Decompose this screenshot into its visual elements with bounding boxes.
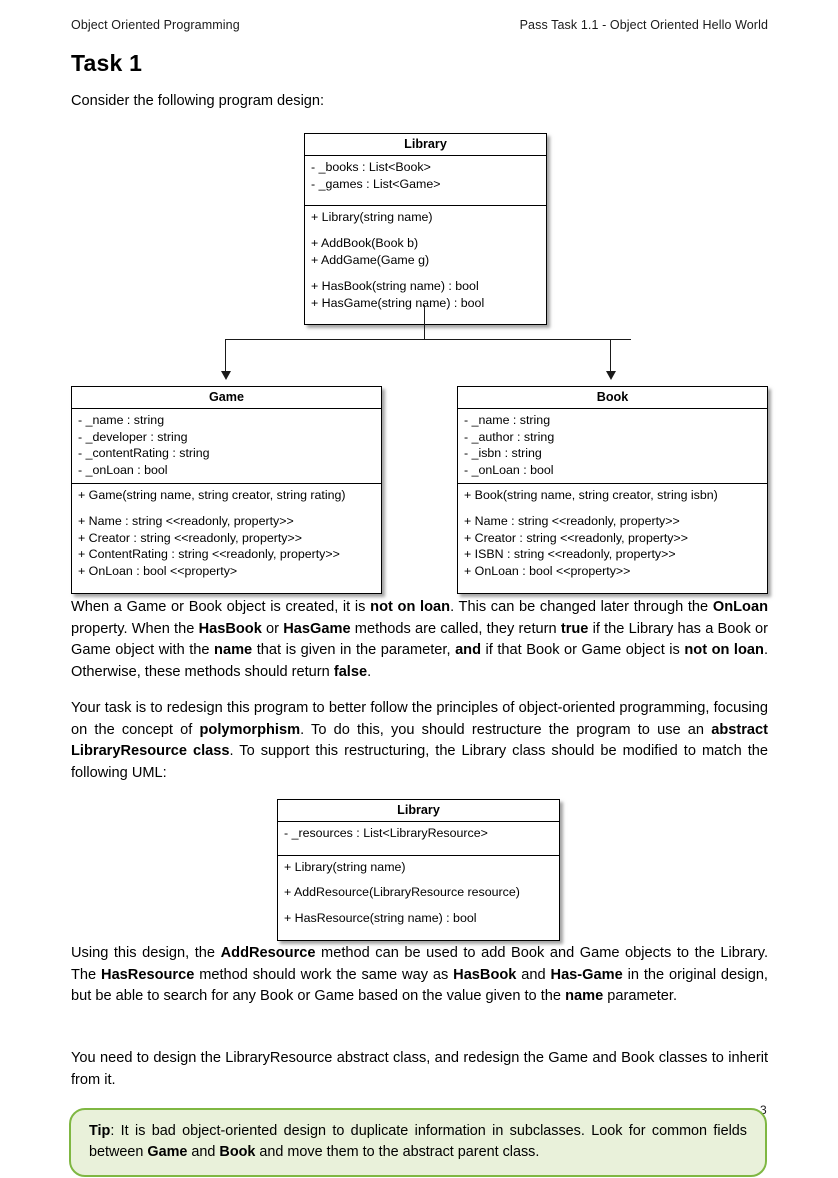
uml-operation: + AddGame(Game g) [311,252,430,267]
uml-operation: + HasBook(string name) : bool [311,278,479,293]
paragraph-3: Using this design, the AddResource metho… [71,945,768,1004]
uml-attribute: - _onLoan : bool [78,463,168,478]
tip-callout: Tip: It is bad object-oriented design to… [69,1108,767,1177]
uml-attribute: - _name : string [78,412,165,427]
spacer [284,875,559,884]
connector-vertical-right [610,339,612,373]
uml-operation: + AddBook(Book b) [311,236,419,251]
uml-operation: + ContentRating : string <<readonly, pro… [78,547,340,562]
connector-vertical-left [225,339,227,373]
connector-horizontal-bar [225,339,631,341]
uml-attribute: - _onLoan : bool [464,463,554,478]
connector-vertical-stem [424,305,426,340]
uml-operations: + Book(string name, string creator, stri… [458,484,767,593]
page-title: Task 1 [71,50,143,76]
uml-attribute: - _author : string [464,429,555,444]
uml-operation: + Creator : string <<readonly, property>… [78,530,302,545]
uml-attributes: - _name : string - _developer : string -… [72,409,381,484]
spacer [78,580,381,589]
uml-operations: + Library(string name) + AddBook(Book b)… [305,206,546,324]
uml-attribute: - _name : string [464,412,551,427]
uml-operation: + Name : string <<readonly, property>> [78,513,294,528]
page-number: 3 [760,1103,767,1117]
uml-attributes: - _resources : List<LibraryResource> [278,822,559,856]
spacer [311,311,546,320]
arrowhead-game [221,371,231,380]
uml-operation: + Name : string <<readonly, property>> [464,513,680,528]
spacer [78,504,381,513]
spacer [284,842,559,851]
uml-class-book: Book - _name : string - _author : string… [457,386,768,594]
uml-operation: + Book(string name, string creator, stri… [464,487,718,502]
uml-attributes: - _books : List<Book> - _games : List<Ga… [305,156,546,207]
uml-class-name: Library [305,134,546,156]
uml-operation: + Library(string name) [311,210,433,225]
uml-class-name: Game [72,387,381,409]
spacer [311,269,546,278]
paragraph-2: Your task is to redesign this program to… [71,700,768,781]
running-head-left: Object Oriented Programming [71,18,240,32]
uml-attribute: - _contentRating : string [78,446,210,461]
uml-operation: + HasResource(string name) : bool [284,911,477,926]
uml-class-name: Library [278,800,559,822]
spacer [464,504,767,513]
uml-attribute: - _books : List<Book> [311,159,431,174]
uml-operation: + Creator : string <<readonly, property>… [464,530,688,545]
spacer [311,226,546,235]
uml-operation: + AddResource(LibraryResource resource) [284,885,520,900]
intro-paragraph: Consider the following program design: [71,93,325,109]
uml-class-game: Game - _name : string - _developer : str… [71,386,382,594]
uml-operation: + OnLoan : bool <<property>> [464,564,631,579]
paragraph-4: You need to design the LibraryResource a… [71,1050,768,1088]
uml-attribute: - _resources : List<LibraryResource> [284,825,488,840]
spacer [284,901,559,910]
arrowhead-book [606,371,616,380]
paragraph-1: When a Game or Book object is created, i… [71,599,768,680]
running-head-right: Pass Task 1.1 - Object Oriented Hello Wo… [519,18,768,32]
uml-class-library-redesigned: Library - _resources : List<LibraryResou… [277,799,560,941]
uml-operation: + Game(string name, string creator, stri… [78,487,346,502]
uml-operation: + Library(string name) [284,859,406,874]
uml-operation: + HasGame(string name) : bool [311,295,485,310]
spacer [284,927,559,936]
uml-attributes: - _name : string - _author : string - _i… [458,409,767,484]
uml-attribute: - _isbn : string [464,446,542,461]
uml-class-name: Book [458,387,767,409]
spacer [311,192,546,201]
running-head: Object Oriented Programming Pass Task 1.… [71,18,768,32]
uml-attribute: - _games : List<Game> [311,176,441,191]
uml-operation: + ISBN : string <<readonly, property>> [464,547,676,562]
uml-operations: + Library(string name) + AddResource(Lib… [278,856,559,940]
spacer [464,580,767,589]
uml-operation: + OnLoan : bool <<property> [78,564,238,579]
uml-attribute: - _developer : string [78,429,188,444]
uml-operations: + Game(string name, string creator, stri… [72,484,381,593]
uml-class-library-original: Library - _books : List<Book> - _games :… [304,133,547,326]
